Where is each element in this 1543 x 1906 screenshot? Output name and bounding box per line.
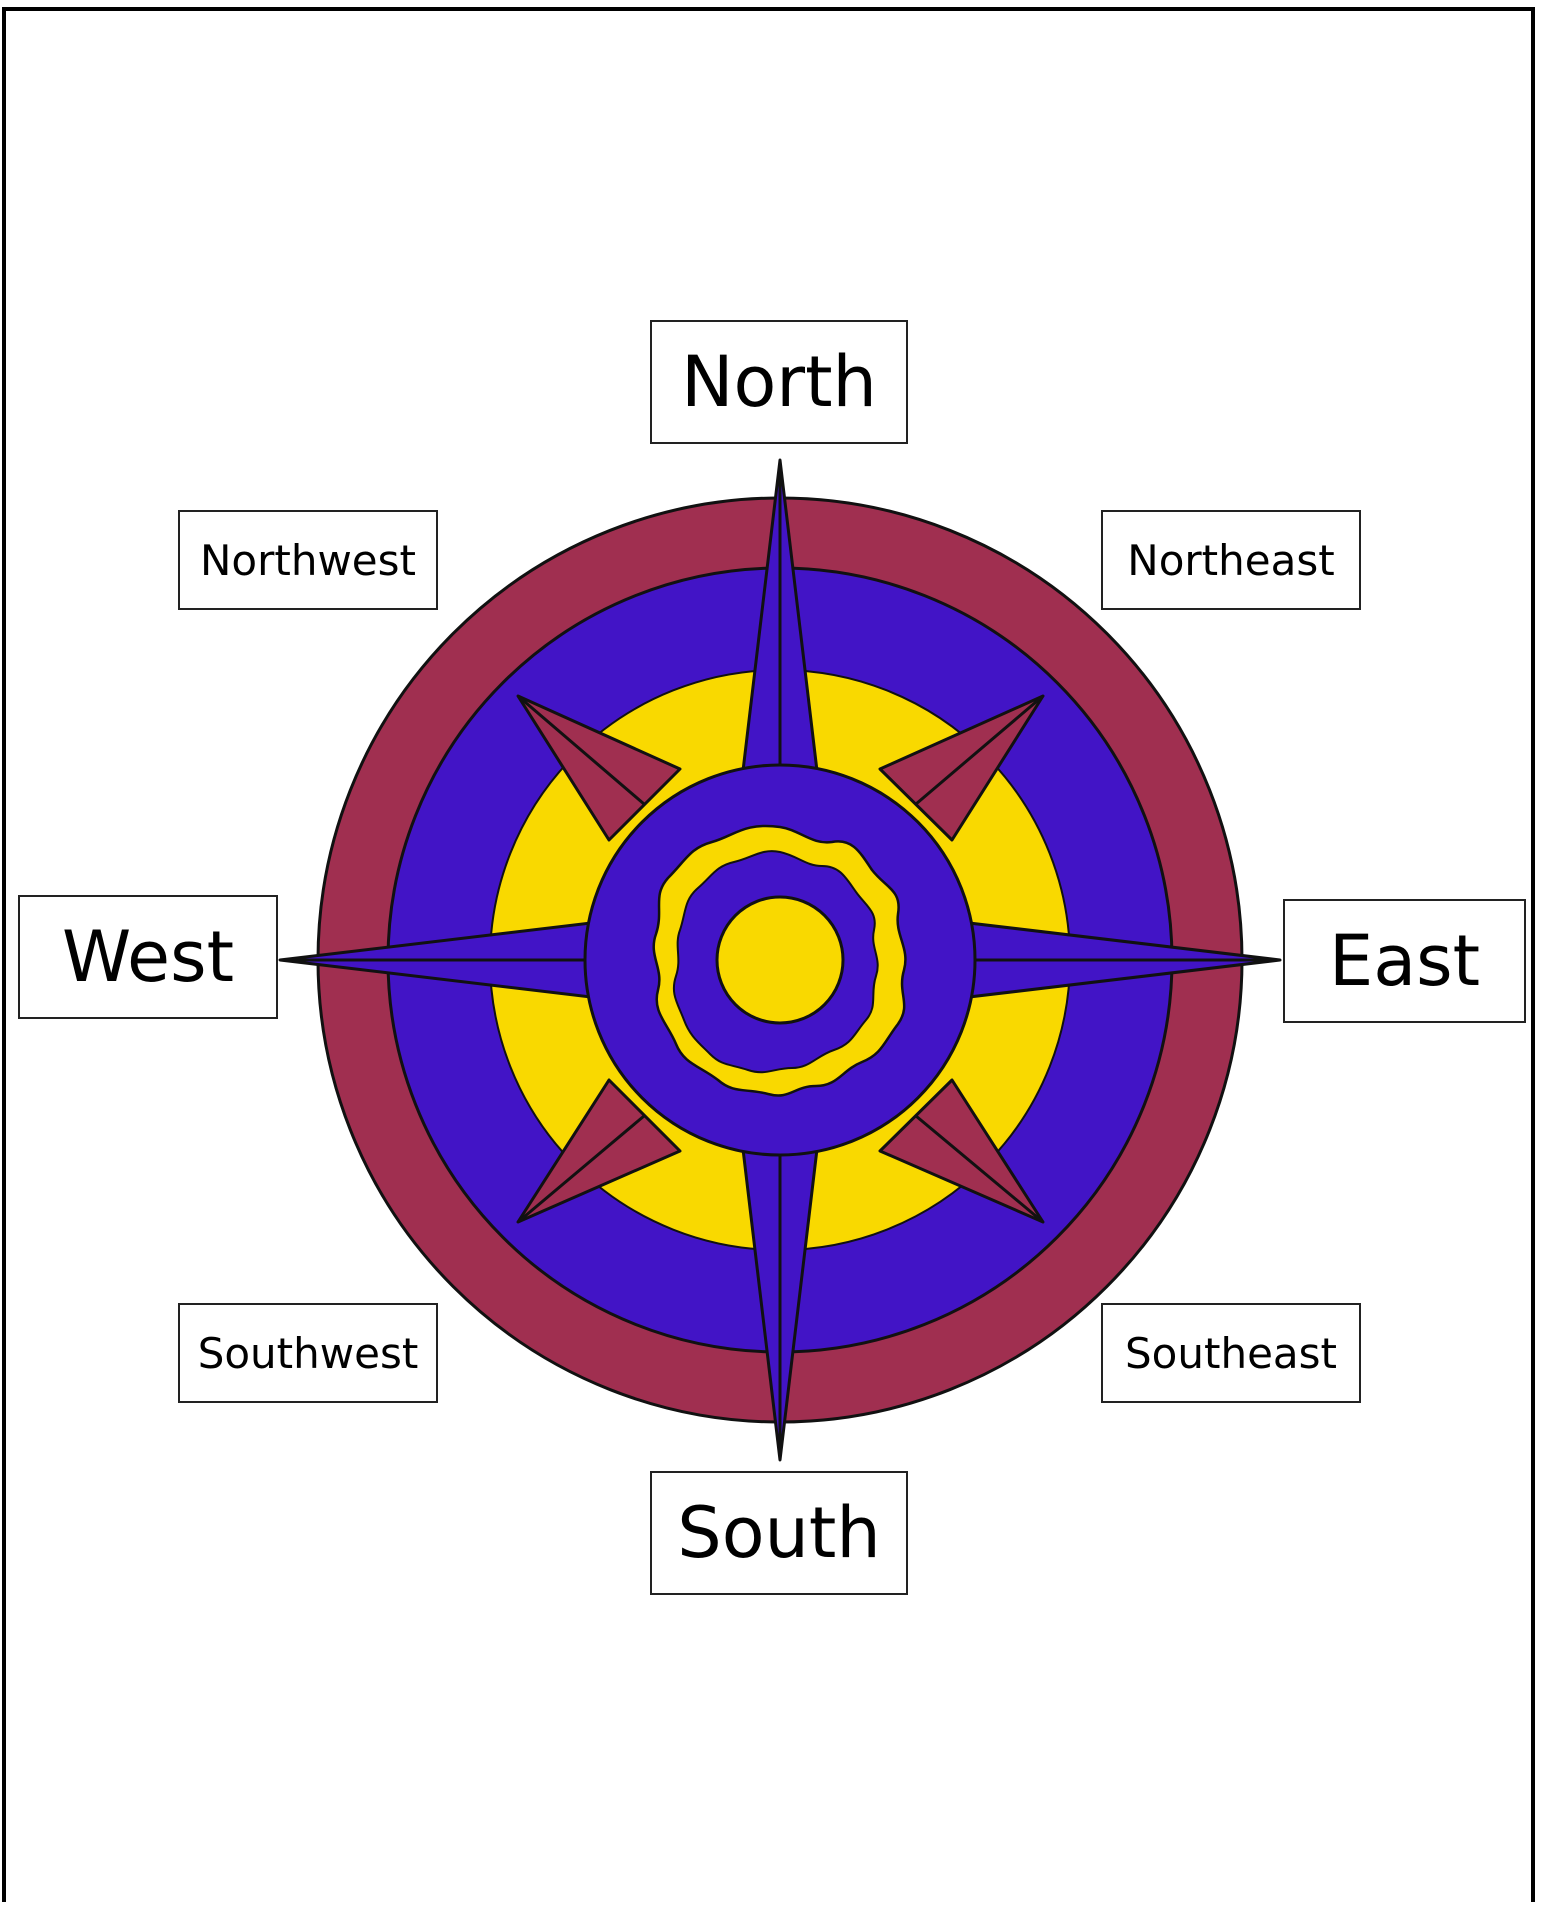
- east-label: East: [1283, 899, 1526, 1023]
- northwest-label-text: Northwest: [200, 536, 416, 585]
- east-label-text: East: [1329, 920, 1480, 1002]
- west-label-text: West: [62, 916, 234, 998]
- north-label-text: North: [681, 341, 877, 423]
- southeast-label: Southeast: [1101, 1303, 1361, 1403]
- south-label-text: South: [677, 1492, 880, 1574]
- west-label: West: [18, 895, 278, 1019]
- southwest-label-text: Southwest: [198, 1329, 419, 1378]
- north-label: North: [650, 320, 908, 444]
- northeast-label-text: Northeast: [1127, 536, 1334, 585]
- south-label: South: [650, 1471, 908, 1595]
- northwest-label: Northwest: [178, 510, 438, 610]
- center-disc: [717, 897, 843, 1023]
- southwest-label: Southwest: [178, 1303, 438, 1403]
- northeast-label: Northeast: [1101, 510, 1361, 610]
- southeast-label-text: Southeast: [1125, 1329, 1337, 1378]
